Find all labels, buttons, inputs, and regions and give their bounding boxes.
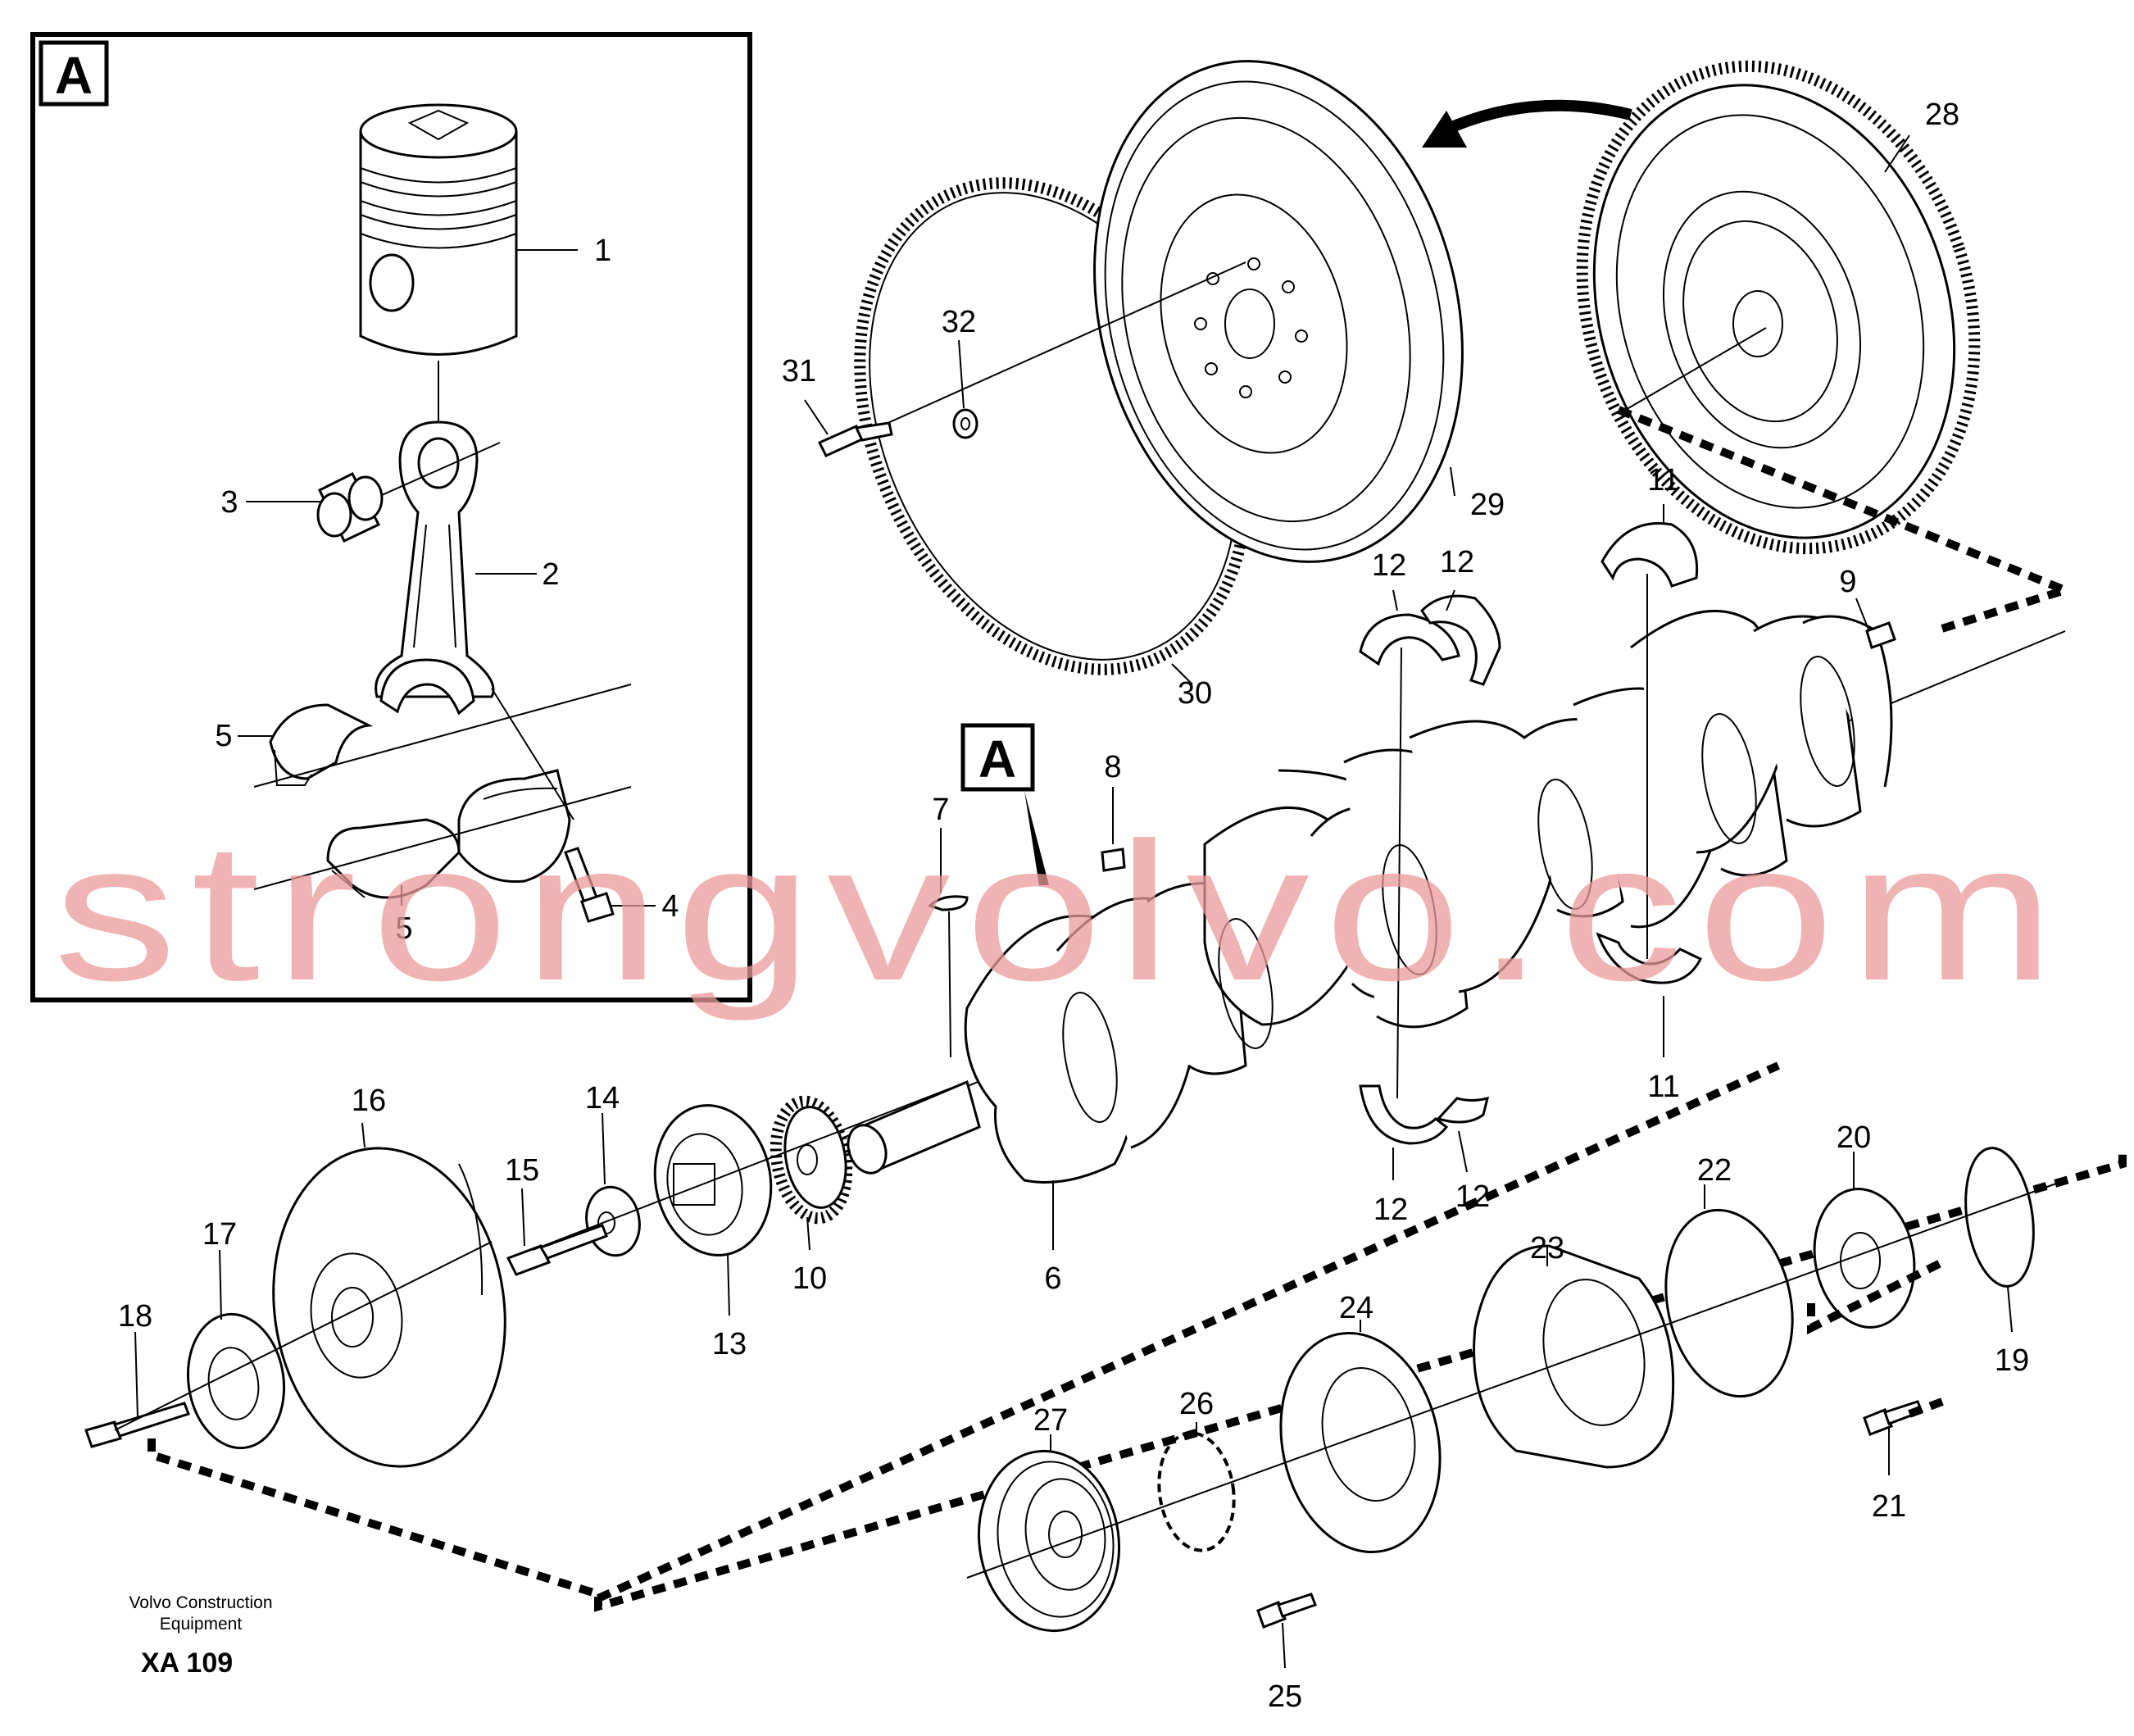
crankshaft-gear bbox=[770, 1095, 853, 1225]
callout-8: 8 bbox=[1104, 750, 1121, 784]
callout-2: 2 bbox=[542, 557, 559, 592]
inset-frame-label: A bbox=[55, 46, 93, 105]
damper-hub-plate bbox=[186, 1312, 286, 1450]
callout-9: 9 bbox=[1839, 565, 1856, 599]
big-end-bearing-shell-lower bbox=[326, 818, 461, 899]
callout-5-upper: 5 bbox=[215, 719, 232, 753]
publisher-line-2: Equipment bbox=[160, 1615, 243, 1634]
thrust-washer-upper-a bbox=[1359, 613, 1460, 666]
damper-bolt bbox=[84, 1402, 190, 1448]
cover-bolt bbox=[1256, 1593, 1317, 1629]
callout-12-upper-right: 12 bbox=[1440, 545, 1474, 579]
pulley bbox=[977, 1449, 1121, 1633]
flywheel-assembly bbox=[804, 60, 2077, 685]
woodruff-key bbox=[928, 828, 969, 1058]
seal-ring bbox=[1664, 1208, 1794, 1398]
callout-18: 18 bbox=[118, 1299, 152, 1334]
piston-pin-bushing bbox=[316, 471, 384, 543]
washer bbox=[585, 1185, 641, 1257]
callout-7: 7 bbox=[932, 793, 949, 827]
section-marker-a: A bbox=[960, 723, 1049, 885]
connecting-rod-cap-screw bbox=[564, 847, 615, 923]
callout-16: 16 bbox=[352, 1084, 386, 1118]
rear-seal bbox=[1964, 1147, 2035, 1288]
callout-19: 19 bbox=[1995, 1343, 2029, 1378]
seal-carrier bbox=[1279, 1331, 1442, 1554]
rear-hub bbox=[1813, 1188, 1916, 1329]
callout-5-lower: 5 bbox=[395, 911, 412, 946]
assembly-arrow bbox=[1422, 99, 1632, 148]
cover-housing bbox=[1473, 1244, 1675, 1469]
callout-11-lower: 11 bbox=[1647, 1070, 1679, 1104]
callout-14: 14 bbox=[585, 1081, 620, 1116]
lock-plate bbox=[1157, 1431, 1236, 1552]
callout-24: 24 bbox=[1339, 1291, 1373, 1325]
damper-center-bolt bbox=[506, 1224, 608, 1276]
thrust-washer-lower-a bbox=[1359, 1084, 1449, 1145]
flywheel bbox=[1093, 60, 1464, 563]
watermark: strongvolvo.com bbox=[53, 802, 2069, 1021]
callout-13: 13 bbox=[712, 1327, 747, 1361]
thrust-washer-upper-b bbox=[1420, 594, 1501, 686]
vibration-damper bbox=[272, 1147, 506, 1468]
callout-30: 30 bbox=[1178, 676, 1212, 711]
callout-4: 4 bbox=[661, 889, 679, 924]
callout-12-lower-left: 12 bbox=[1373, 1193, 1408, 1227]
section-marker-label: A bbox=[978, 729, 1016, 788]
bearing-cap bbox=[457, 769, 571, 884]
callout-23: 23 bbox=[1530, 1231, 1564, 1266]
callout-12-lower-right: 12 bbox=[1455, 1179, 1490, 1214]
callout-20: 20 bbox=[1837, 1120, 1871, 1155]
callout-26: 26 bbox=[1179, 1387, 1214, 1421]
callout-28: 28 bbox=[1925, 98, 1959, 132]
crankshaft bbox=[819, 609, 2066, 1184]
callout-10: 10 bbox=[792, 1261, 827, 1296]
callout-27: 27 bbox=[1033, 1403, 1068, 1438]
flywheel-washer bbox=[952, 408, 978, 439]
plug bbox=[1101, 787, 1126, 872]
callout-25: 25 bbox=[1268, 1679, 1302, 1714]
thrust-washer-lower-b bbox=[1436, 1096, 1490, 1124]
callout-1: 1 bbox=[594, 234, 611, 268]
connecting-rod bbox=[375, 420, 495, 716]
flywheel-guide-pin bbox=[1855, 598, 1896, 649]
main-bearing-shell-upper bbox=[1600, 522, 1699, 588]
piston bbox=[359, 103, 518, 356]
main-bearing-shell-lower bbox=[1596, 932, 1703, 984]
callout-31: 31 bbox=[782, 354, 816, 389]
callout-32: 32 bbox=[942, 305, 976, 339]
big-end-bearing-shell-upper bbox=[269, 703, 374, 786]
callouts: 1 2 3 4 5 5 6 7 8 9 10 11 11 12 12 12 12… bbox=[118, 98, 2029, 1714]
callout-12-upper-left: 12 bbox=[1372, 548, 1406, 583]
drawing-code: XA 109 bbox=[141, 1647, 233, 1679]
callout-11-upper: 11 bbox=[1647, 463, 1679, 498]
hub-bolt bbox=[1863, 1400, 1923, 1436]
inset-frame-a: A bbox=[30, 32, 752, 1002]
callout-21: 21 bbox=[1872, 1489, 1906, 1524]
callout-6: 6 bbox=[1044, 1261, 1061, 1296]
callout-17: 17 bbox=[202, 1217, 237, 1252]
publisher-line-1: Volvo Construction bbox=[129, 1593, 272, 1612]
callout-15: 15 bbox=[505, 1153, 539, 1188]
callout-3: 3 bbox=[220, 485, 238, 520]
flywheel-bolt bbox=[817, 421, 893, 457]
callout-22: 22 bbox=[1697, 1153, 1732, 1188]
callout-29: 29 bbox=[1470, 488, 1505, 522]
